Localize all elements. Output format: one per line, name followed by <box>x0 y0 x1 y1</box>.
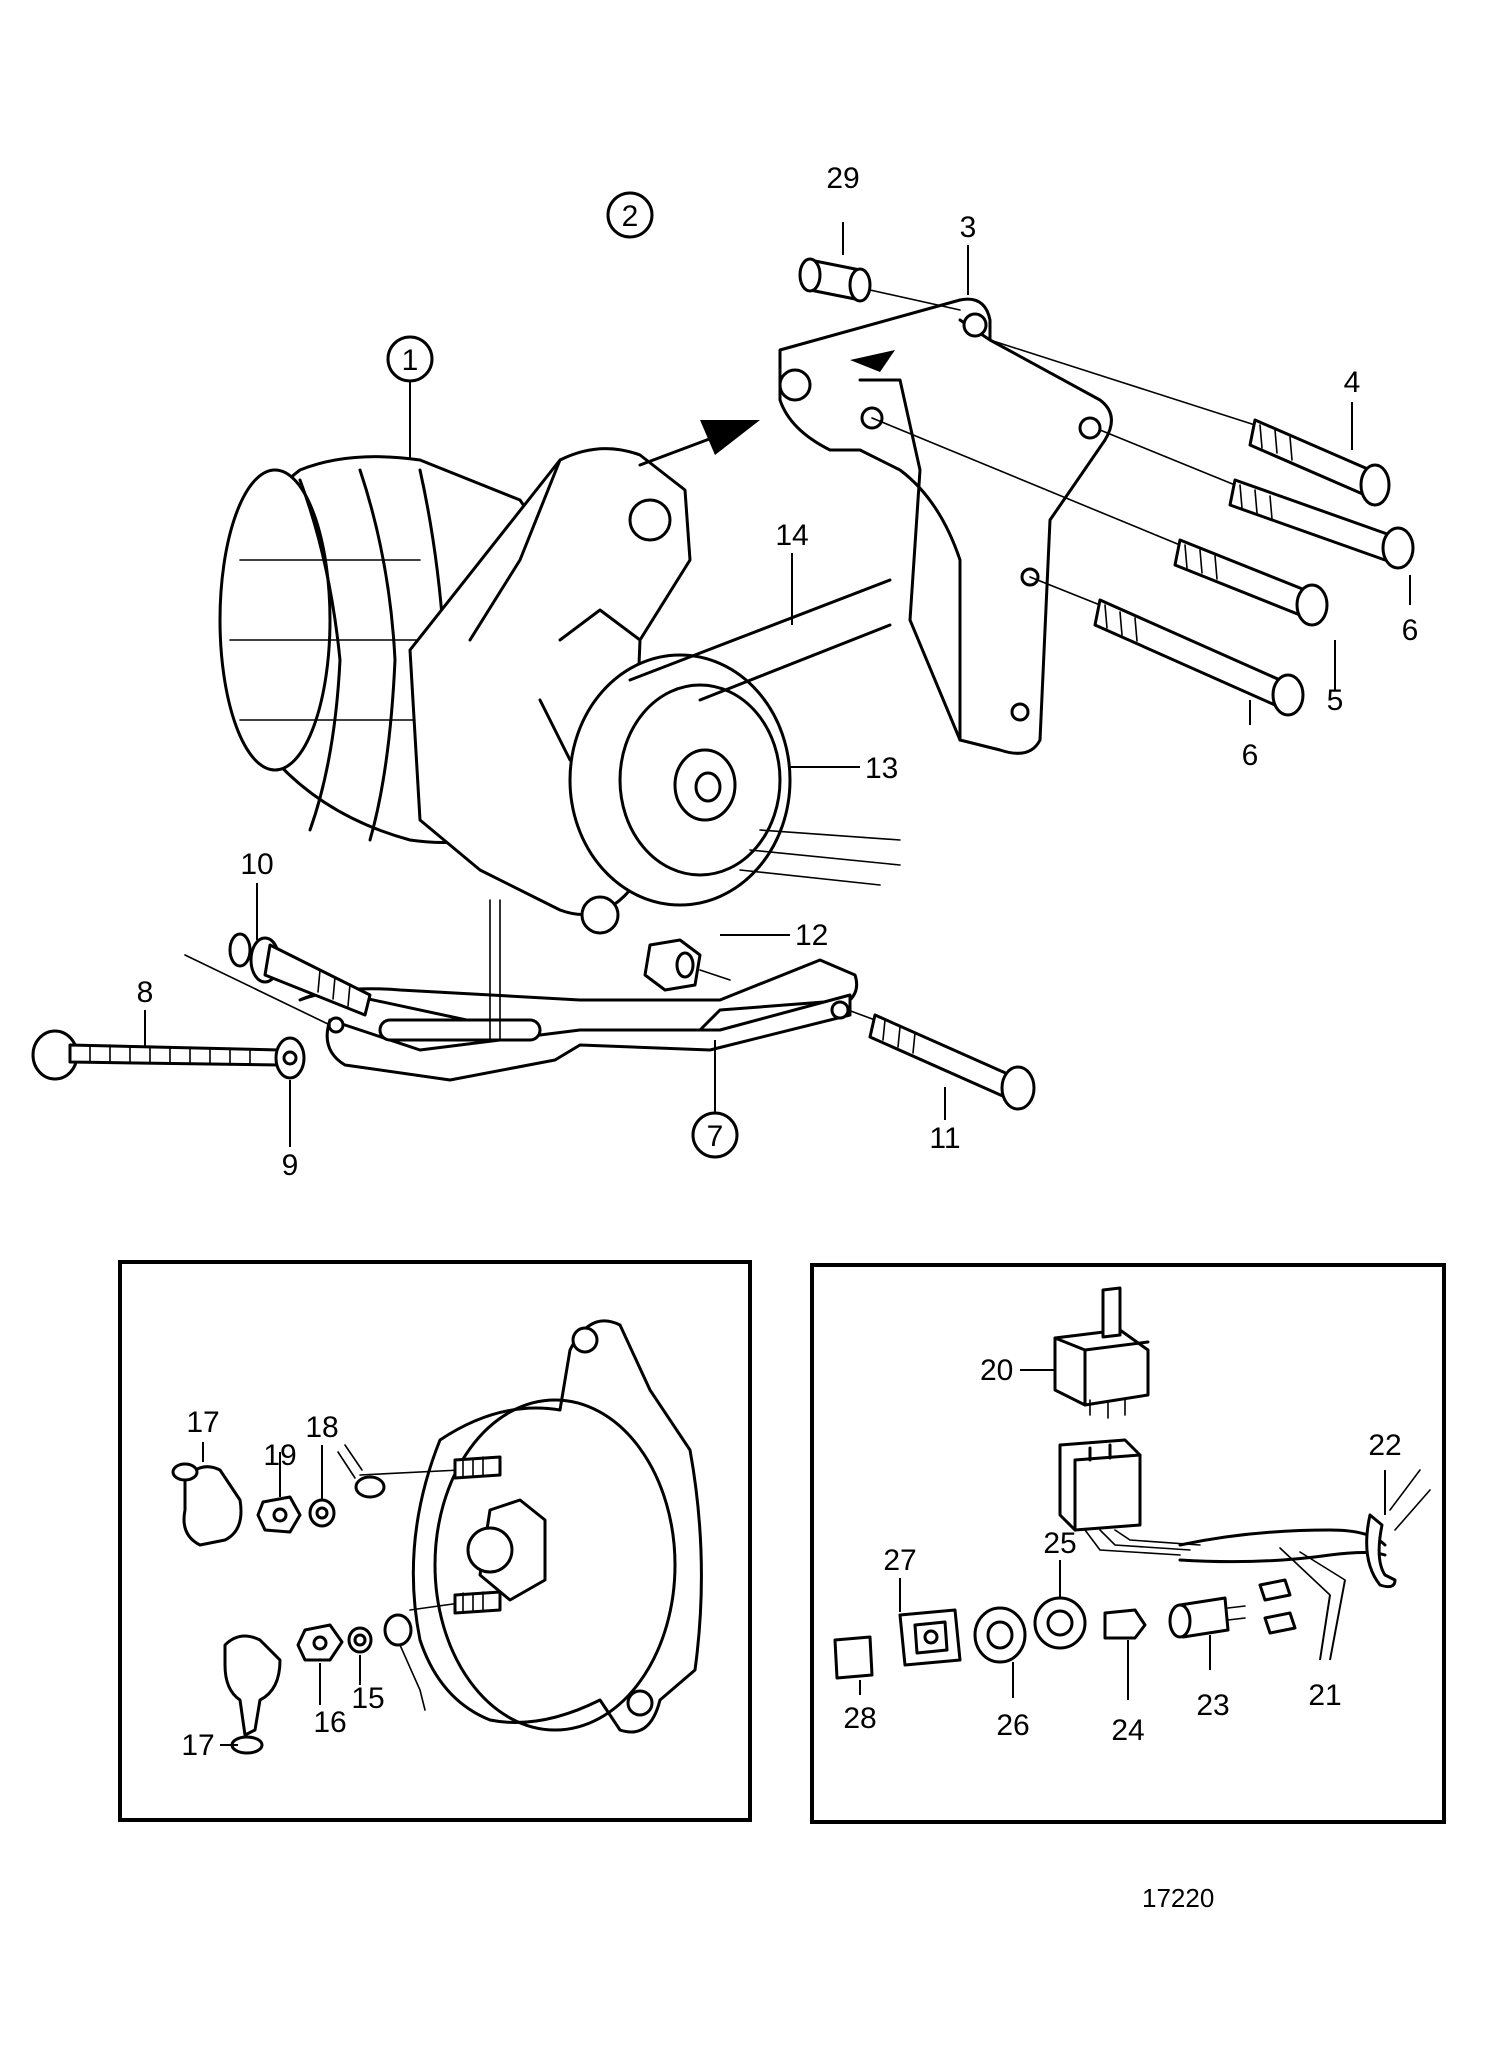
callout-28: 28 <box>843 1702 876 1735</box>
callout-22: 22 <box>1368 1429 1401 1462</box>
main-assembly: 1 2 29 3 4 6 5 6 14 13 10 12 8 9 7 11 <box>31 162 1419 1182</box>
callout-4: 4 <box>1344 366 1361 399</box>
wiring-harness <box>1178 1469 1431 1661</box>
callout-23: 23 <box>1196 1689 1229 1722</box>
main-leaders <box>144 222 1411 1147</box>
callout-6-upper: 6 <box>1402 614 1419 647</box>
drive-belt <box>628 578 892 702</box>
callout-15: 15 <box>351 1682 384 1715</box>
assembly-arrow <box>638 420 760 467</box>
bracket-bolts <box>871 339 1415 717</box>
relay-socket <box>1058 1438 1201 1556</box>
pulley <box>568 653 901 907</box>
callout-27: 27 <box>883 1544 916 1577</box>
callout-2: 2 <box>622 200 639 233</box>
callout-17-upper: 17 <box>186 1406 219 1439</box>
callout-17-lower: 17 <box>181 1729 214 1762</box>
main-callouts: 1 2 29 3 4 6 5 6 14 13 10 12 8 9 7 11 <box>137 162 1419 1182</box>
callout-6-lower: 6 <box>1242 739 1259 772</box>
lower-terminal-stack <box>220 1590 502 1755</box>
alternator-rear-cover <box>411 1319 703 1734</box>
callout-12: 12 <box>795 919 828 952</box>
callout-1: 1 <box>402 344 419 377</box>
callout-18: 18 <box>305 1411 338 1444</box>
callout-29: 29 <box>826 162 859 195</box>
callout-26: 26 <box>996 1709 1029 1742</box>
relay <box>1020 1286 1150 1419</box>
callout-14: 14 <box>775 519 808 552</box>
callout-20: 20 <box>980 1354 1013 1387</box>
callout-21: 21 <box>1308 1679 1341 1712</box>
callout-3: 3 <box>960 211 977 244</box>
callout-7: 7 <box>707 1120 724 1153</box>
adjusting-arm <box>298 899 859 1082</box>
callout-13: 13 <box>865 752 898 785</box>
callout-10: 10 <box>240 848 273 881</box>
drawing-number: 17220 <box>1142 1883 1214 1913</box>
adjusting-bolt <box>31 1029 306 1081</box>
indicator-lamp-parts <box>833 1560 1246 1700</box>
pivot-bolt <box>184 932 372 1026</box>
terminal-inset: 17 18 19 15 16 17 <box>118 1260 752 1822</box>
callout-8: 8 <box>137 976 154 1009</box>
callout-16: 16 <box>313 1706 346 1739</box>
callout-25: 25 <box>1043 1527 1076 1560</box>
relay-inset: 20 22 27 25 23 21 24 26 28 <box>810 1263 1446 1824</box>
callout-5: 5 <box>1327 684 1344 717</box>
callout-9: 9 <box>282 1149 299 1182</box>
arm-bolt <box>847 1009 1036 1111</box>
upper-terminal-stack <box>171 1442 502 1547</box>
pivot-nut <box>643 938 731 992</box>
callout-19: 19 <box>263 1439 296 1472</box>
callout-11: 11 <box>929 1122 960 1155</box>
callout-24: 24 <box>1111 1714 1144 1747</box>
spacer-sleeve <box>798 257 961 311</box>
mounting-bracket <box>778 297 1113 755</box>
